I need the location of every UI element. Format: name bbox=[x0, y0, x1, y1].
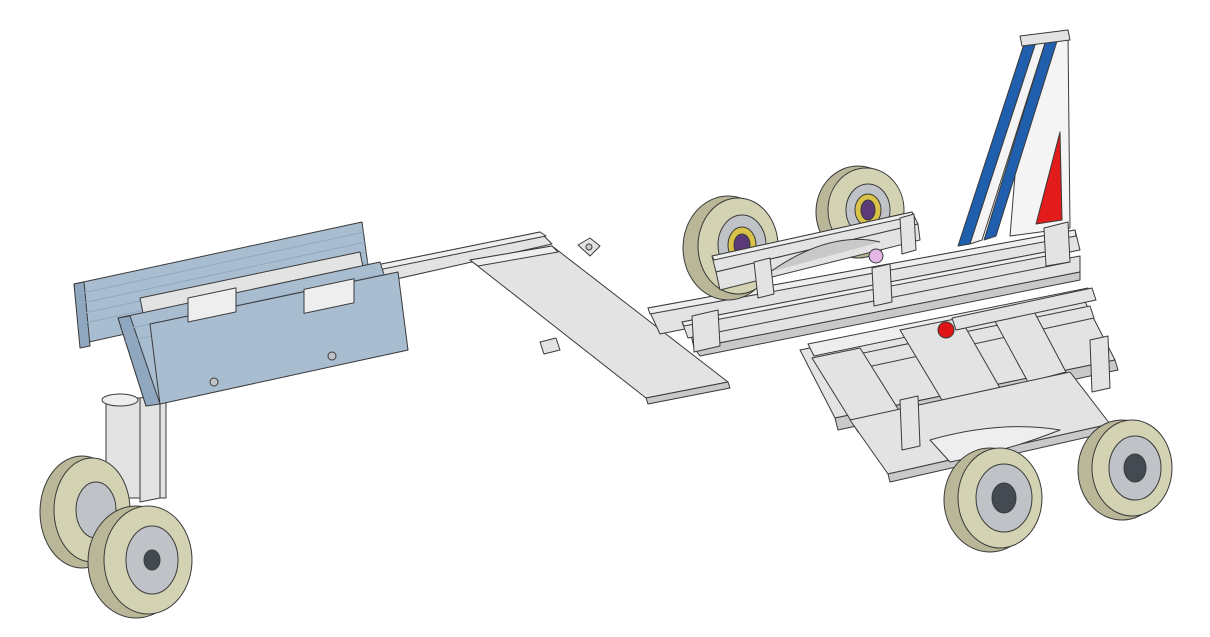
ballast-weights bbox=[73, 221, 409, 407]
tail-fin bbox=[957, 29, 1071, 247]
top-rail bbox=[681, 221, 1071, 353]
rear-lower-wheels bbox=[943, 419, 1173, 553]
ballast-front-stack bbox=[117, 261, 409, 407]
axle-carriage bbox=[711, 211, 921, 299]
lower-right-wheel bbox=[1077, 419, 1173, 521]
rear-bogie-frame bbox=[799, 287, 1119, 483]
front-front-wheel bbox=[87, 505, 193, 619]
front-wheels bbox=[39, 455, 193, 619]
drawbar-boom bbox=[361, 231, 731, 405]
lower-left-wheel bbox=[943, 447, 1043, 553]
